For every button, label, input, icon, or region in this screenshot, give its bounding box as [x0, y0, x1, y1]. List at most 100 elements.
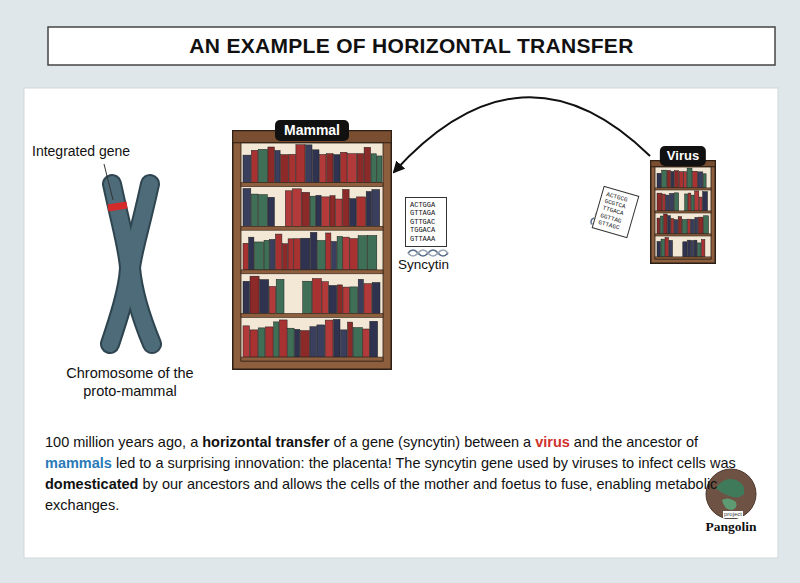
book [364, 147, 371, 182]
shelf-board [241, 314, 383, 318]
book [279, 320, 287, 357]
caption-word: infect [638, 455, 673, 471]
book [249, 237, 254, 270]
bookshelf-node: Virus [650, 146, 716, 264]
book [674, 220, 678, 234]
book [330, 196, 335, 227]
caption-word: million [73, 434, 114, 450]
caption-text: 100 million years ago, a horizontal tran… [45, 432, 763, 516]
bookshelf [650, 160, 716, 264]
leader-line [104, 164, 113, 200]
book [268, 197, 275, 226]
book [343, 237, 350, 270]
book [250, 276, 259, 313]
book [693, 171, 698, 188]
book [334, 319, 341, 357]
book [294, 239, 301, 270]
book [703, 192, 708, 211]
book [671, 172, 674, 188]
book [357, 154, 364, 183]
caption-word: fuse, [561, 476, 592, 492]
book [674, 193, 678, 211]
caption-word: exchanges. [45, 497, 119, 513]
title-frame [48, 27, 775, 65]
book [674, 171, 678, 188]
book [684, 172, 687, 188]
book [341, 330, 348, 357]
book [295, 329, 300, 357]
transfer-arrow [394, 97, 650, 172]
book [670, 193, 674, 210]
callout-label: Integrated gene [32, 143, 130, 159]
book [258, 328, 265, 357]
book [268, 147, 275, 183]
node-label: Mammal [275, 120, 349, 141]
caption-word: by [553, 455, 568, 471]
caption-word: to [622, 455, 634, 471]
logo-text: Pangolin [703, 519, 759, 535]
book [312, 279, 321, 314]
book [337, 236, 342, 269]
book [657, 193, 662, 211]
shelf-board [655, 234, 711, 236]
book [306, 145, 313, 183]
caption-word: the [309, 455, 329, 471]
book [325, 320, 333, 357]
book [292, 189, 301, 226]
shelf-board [655, 257, 711, 259]
book [657, 218, 660, 234]
book [353, 328, 362, 358]
book [691, 241, 694, 257]
bookshelf-node: Mammal [232, 120, 392, 370]
caption-word: The [395, 455, 420, 471]
caption-word: gene [481, 455, 513, 471]
caption-word: a [523, 434, 531, 450]
book [679, 172, 683, 188]
book [326, 233, 331, 270]
book [300, 331, 309, 358]
caption-word: allows [282, 476, 322, 492]
chromosome [108, 184, 152, 344]
caption-word: enabling [596, 476, 651, 492]
caption-word: surprising [168, 455, 231, 471]
book [320, 154, 327, 182]
book [350, 239, 358, 270]
book [282, 244, 287, 270]
book [350, 199, 357, 227]
book [348, 154, 357, 183]
book [285, 191, 292, 227]
caption-word: syncytin [425, 455, 477, 471]
caption-word: and [473, 476, 497, 492]
gene-label: Syncytin [398, 257, 449, 272]
book [243, 326, 250, 357]
book [350, 287, 358, 314]
book [260, 280, 269, 314]
caption-word: ancestors [187, 476, 250, 492]
caption-word: mother [424, 476, 469, 492]
book [317, 325, 325, 357]
title-text: AN EXAMPLE OF HORIZONTAL TRANSFER [48, 27, 775, 65]
book [258, 149, 267, 182]
shelf-board [241, 357, 383, 361]
book [682, 220, 687, 234]
book [322, 282, 329, 314]
book [281, 155, 289, 183]
content-panel [24, 88, 778, 558]
book [661, 239, 665, 257]
book [327, 154, 334, 183]
book [667, 171, 671, 188]
caption-word: between [464, 434, 519, 450]
book [695, 217, 698, 233]
caption-word: cells [677, 455, 706, 471]
book [288, 239, 293, 270]
caption-word: and [254, 476, 278, 492]
caption-word: by [143, 476, 158, 492]
book [358, 236, 367, 270]
book [357, 197, 366, 226]
shelf-board [241, 183, 383, 187]
book [254, 242, 263, 270]
shelf-board [655, 211, 711, 213]
book [698, 217, 703, 234]
book [265, 327, 273, 357]
book [664, 214, 668, 234]
